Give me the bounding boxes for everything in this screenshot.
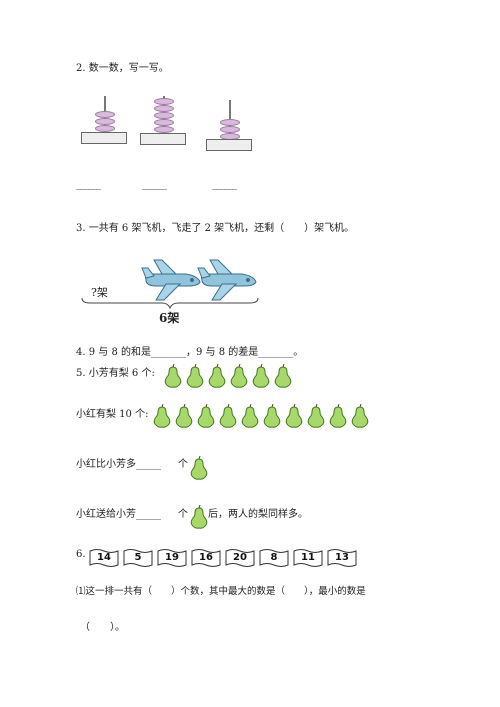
q6-number: 6. xyxy=(76,549,86,560)
flag-number: 14 xyxy=(97,552,111,563)
flag-shape xyxy=(123,549,153,567)
q5-line4-suffix: 后，两人的梨同样多。 xyxy=(208,509,308,520)
pear-icon xyxy=(175,404,193,428)
pear-icon xyxy=(329,404,347,428)
flag-shape xyxy=(157,549,187,567)
q3-title: 3. 一共有 6 架飞机，飞走了 2 架飞机，还剩（ ）架飞机。 xyxy=(76,223,355,234)
pear-icon xyxy=(189,505,211,529)
q5-line2: 小红有梨 10 个: xyxy=(76,409,149,420)
pear-icon xyxy=(307,404,325,428)
number-flag: 13 xyxy=(327,548,357,568)
flag-number: 20 xyxy=(233,552,247,563)
number-flag: 8 xyxy=(259,548,289,568)
airplane-1 xyxy=(141,259,201,301)
flag-number: 5 xyxy=(134,552,142,563)
flag-shape xyxy=(191,549,221,567)
q2-blank-1[interactable]: ______ xyxy=(76,179,101,190)
number-flag: 5 xyxy=(123,548,153,568)
flag-shape xyxy=(225,549,255,567)
flag-shape xyxy=(89,549,119,567)
number-flag: 19 xyxy=(157,548,187,568)
pear-icon xyxy=(274,364,292,388)
pear-icon xyxy=(153,404,171,428)
flag-shape xyxy=(259,549,289,567)
pear-icon xyxy=(241,404,259,428)
flag-shape xyxy=(293,549,323,567)
airplane-2 xyxy=(197,259,257,301)
pear-icon xyxy=(219,404,237,428)
q3-total-label: 6架 xyxy=(159,311,180,325)
number-flag: 14 xyxy=(89,548,119,568)
flag-number: 11 xyxy=(301,552,315,563)
q2-title: 2. 数一数，写一写。 xyxy=(76,63,169,74)
q4-text: 4. 9 与 8 的和是_______，9 与 8 的差是_______。 xyxy=(76,347,304,358)
pear-row-xiaofang xyxy=(163,364,295,388)
pear-icon xyxy=(190,456,208,480)
flag-number: 16 xyxy=(199,552,213,563)
pear-icon xyxy=(208,364,226,388)
q5-line3-unit: 个 xyxy=(178,459,188,470)
q3-brace xyxy=(81,297,259,310)
number-flag: 16 xyxy=(191,548,221,568)
flag-number: 19 xyxy=(165,552,179,563)
q5-line3-prefix: 小红比小芳多_____ xyxy=(76,459,161,470)
pear-icon xyxy=(164,364,182,388)
pear-icon xyxy=(351,404,369,428)
q5-line4-unit: 个 xyxy=(178,509,188,520)
pear-icon xyxy=(186,364,204,388)
q5-line4-prefix: 小红送给小芳_____ xyxy=(76,509,161,520)
q2-blank-3[interactable]: ______ xyxy=(212,179,237,190)
flag-number: 8 xyxy=(270,552,278,563)
q2-blank-2[interactable]: ______ xyxy=(142,179,167,190)
pear-row-xiaohong xyxy=(152,404,372,428)
q5-line1: 5. 小芳有梨 6 个: xyxy=(76,368,155,379)
pear-icon xyxy=(197,404,215,428)
pear-icon xyxy=(189,456,211,480)
number-flag: 11 xyxy=(293,548,323,568)
pear-icon xyxy=(230,364,248,388)
number-flag: 20 xyxy=(225,548,255,568)
flag-number: 13 xyxy=(335,552,349,563)
airplanes-illustration xyxy=(141,259,257,301)
q3-unknown-label: ?架 xyxy=(91,286,108,299)
q6-part1: ⑴这一排一共有（ ）个数，其中最大的数是（ ），最小的数是 xyxy=(76,586,366,597)
pear-icon xyxy=(285,404,303,428)
pear-icon xyxy=(190,505,208,529)
flag-shape xyxy=(327,549,357,567)
pear-icon xyxy=(252,364,270,388)
q6-part1-cont: （ ）。 xyxy=(80,622,125,633)
pear-icon xyxy=(263,404,281,428)
